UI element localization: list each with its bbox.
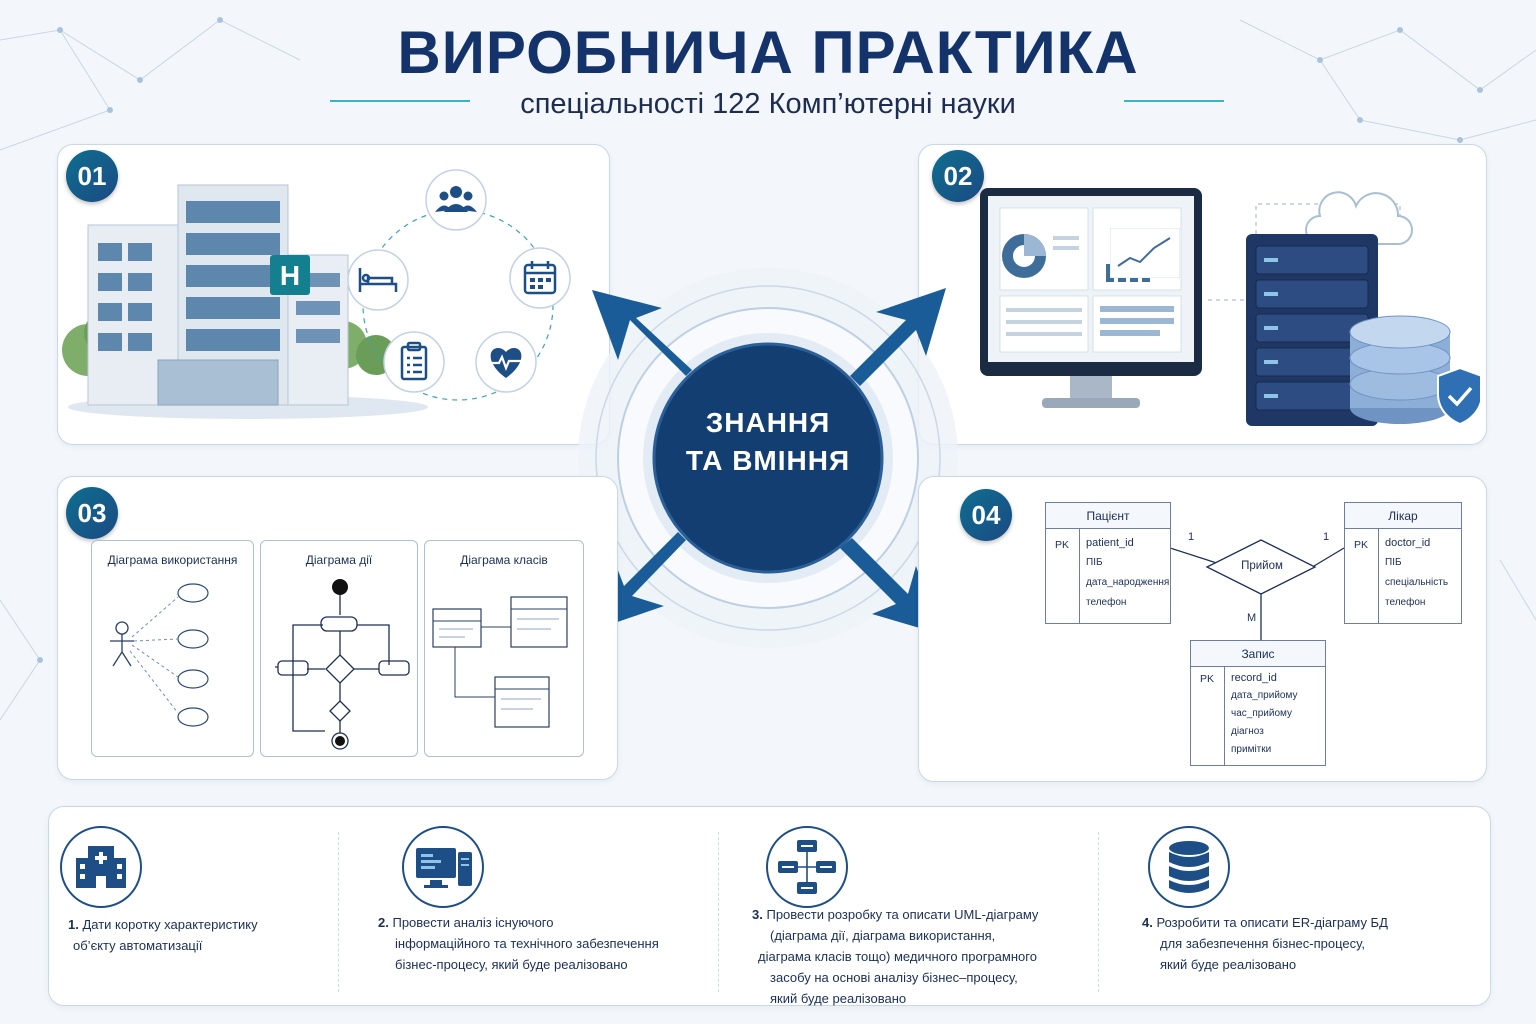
activity-diagram-drawing [275, 579, 410, 750]
hospital-bed-icon [347, 249, 409, 311]
page-subtitle: спеціальності 122 Комп’ютерні науки [520, 88, 1016, 120]
task-1-line: об’єкту автоматизації [73, 938, 203, 953]
heart-pulse-icon [475, 331, 537, 393]
task-2-number: 2. [378, 915, 389, 930]
er-entity-record: Запис PK record_id дата_прийому час_прий… [1190, 640, 1326, 766]
er-field: дата_прийому [1231, 690, 1298, 701]
clipboard-icon [383, 331, 445, 393]
task-3-line: Провести розробку та описати UML-діаграм… [766, 907, 1039, 922]
task-3-line: який буде реалізовано [770, 991, 907, 1006]
er-field: ПІБ [1086, 557, 1103, 568]
activity-diagram-title: Діаграма дії [305, 553, 373, 567]
computer-server-illustration [980, 188, 1480, 426]
task-4-line: для забезпечення бізнес-процесу, [1160, 936, 1365, 951]
er-field: record_id [1231, 672, 1277, 684]
task-2: 2. Провести аналіз існуючого інформаційн… [378, 912, 698, 975]
hospital-building-icon [60, 826, 142, 908]
task-3-number: 3. [752, 907, 763, 922]
computer-icon [402, 826, 484, 908]
panel-04-badge: 04 [960, 489, 1012, 541]
database-icon [1148, 826, 1230, 908]
task-separator [718, 832, 719, 992]
er-entity-record-name: Запис [1191, 641, 1325, 667]
er-field: телефон [1385, 597, 1426, 608]
task-2-line: бізнес-процесу, який буде реалізовано [395, 957, 628, 972]
panel-03-badge: 03 [66, 487, 118, 539]
task-4: 4. Розробити та описати ER-діаграму БД д… [1142, 912, 1462, 975]
task-3-line: засобу на основі аналізу бізнес–процесу, [770, 970, 1018, 985]
task-separator [1098, 832, 1099, 992]
er-cardinality-right: 1 [1323, 531, 1330, 543]
er-field: примітки [1231, 744, 1272, 755]
center-label: ЗНАННЯ ТА ВМІННЯ [655, 404, 881, 480]
use-case-diagram-title: Діаграма використання [107, 553, 238, 567]
hospital-sign: H [280, 260, 300, 291]
er-entity-doctor-pk: PK [1354, 539, 1369, 551]
task-2-line: Провести аналіз існуючого [392, 915, 554, 930]
er-field: телефон [1086, 597, 1127, 608]
er-field: час_прийому [1231, 708, 1293, 719]
er-field: спеціальність [1385, 577, 1449, 588]
task-separator [338, 832, 339, 992]
task-3-line: діаграма класів тощо) медичного програмн… [758, 949, 1037, 964]
subtitle-deco-left [330, 100, 470, 102]
task-4-line: Розробити та описати ER-діаграму БД [1156, 915, 1388, 930]
er-field: doctor_id [1385, 537, 1431, 549]
use-case-diagram-drawing [110, 583, 209, 727]
activity-diagram: Діаграма дії [260, 540, 418, 757]
use-case-diagram: Діаграма використання [91, 540, 254, 757]
er-cardinality-left: 1 [1188, 531, 1195, 543]
task-2-line: інформаційного та технічного забезпеченн… [395, 936, 659, 951]
task-1: 1. Дати коротку характеристику об’єкту а… [68, 914, 328, 956]
class-diagram: Діаграма класів [424, 540, 584, 757]
center-knowledge-graphic [578, 268, 958, 648]
er-relation-label: Прийом [1241, 560, 1283, 572]
center-label-line1: ЗНАННЯ [705, 407, 831, 438]
er-entity-record-pk-column: PK [1191, 667, 1225, 765]
page-title: ВИРОБНИЧА ПРАКТИКА [397, 19, 1139, 86]
hospital-illustration: H [62, 184, 554, 419]
er-field: patient_id [1086, 537, 1134, 549]
er-field: дата_народження [1086, 577, 1170, 588]
task-1-number: 1. [68, 917, 79, 932]
task-1-line: Дати коротку характеристику [82, 917, 258, 932]
line-chart-widget [1110, 228, 1180, 278]
er-entity-patient: Пацієнт PK patient_id ПІБ дата_народженн… [1045, 502, 1171, 624]
task-3-line: (діаграма дії, діаграма використання, [770, 928, 996, 943]
team-icon [425, 169, 487, 231]
diagram-network-icon [766, 826, 848, 908]
task-4-line: який буде реалізовано [1160, 957, 1297, 972]
er-field: діагноз [1231, 726, 1264, 737]
center-label-line2: ТА ВМІННЯ [685, 445, 851, 476]
task-4-number: 4. [1142, 915, 1153, 930]
er-entity-doctor-pk-column: PK [1345, 529, 1379, 623]
task-3: 3. Провести розробку та описати UML-діаг… [752, 904, 1092, 1009]
class-diagram-drawing [432, 596, 568, 728]
class-diagram-title: Діаграма класів [460, 553, 548, 567]
er-entity-doctor-name: Лікар [1345, 503, 1461, 529]
er-entity-patient-pk-column: PK [1046, 529, 1080, 623]
er-cardinality-bottom: M [1247, 612, 1257, 624]
panel-01-badge: 01 [66, 150, 118, 202]
panel-02-badge: 02 [932, 150, 984, 202]
subtitle-deco-right [1124, 100, 1224, 102]
er-entity-patient-pk: PK [1055, 539, 1070, 551]
er-entity-doctor: Лікар PK doctor_id ПІБ спеціальність тел… [1344, 502, 1462, 624]
er-relationship-lines [1170, 539, 1345, 640]
er-entity-record-pk: PK [1200, 673, 1215, 685]
tasks-panel [48, 806, 1491, 1006]
er-entity-patient-name: Пацієнт [1046, 503, 1170, 529]
er-field: ПІБ [1385, 557, 1402, 568]
calendar-icon [509, 247, 571, 309]
